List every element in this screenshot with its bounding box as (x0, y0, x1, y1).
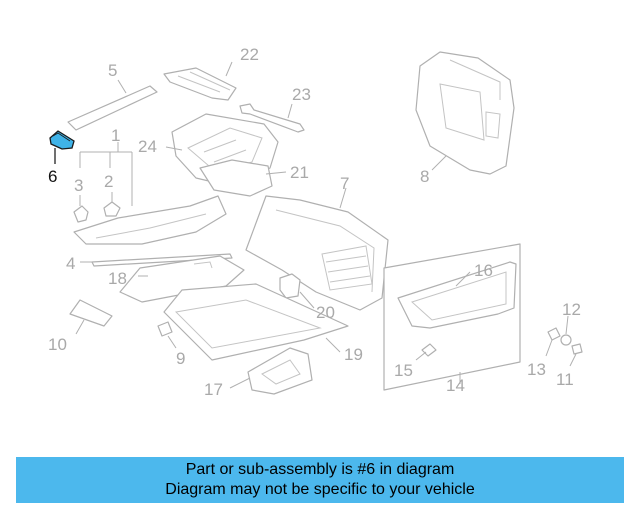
callout-8[interactable]: 8 (420, 167, 429, 186)
callout-14[interactable]: 14 (446, 376, 465, 395)
callout-7[interactable]: 7 (340, 174, 349, 193)
callout-15[interactable]: 15 (394, 361, 413, 380)
callout-9[interactable]: 9 (176, 349, 185, 368)
part-16 (397, 261, 517, 329)
callout-19[interactable]: 19 (344, 345, 363, 364)
info-banner: Part or sub-assembly is #6 in diagram Di… (16, 457, 624, 503)
callout-13[interactable]: 13 (527, 360, 546, 379)
callout-17[interactable]: 17 (204, 380, 223, 399)
callout-1[interactable]: 1 (111, 126, 120, 145)
callout-10[interactable]: 10 (48, 335, 67, 354)
part-4 (80, 253, 233, 267)
part-1 (73, 195, 227, 245)
callout-4[interactable]: 4 (66, 254, 75, 273)
callout-2[interactable]: 2 (104, 172, 113, 191)
banner-line-1: Part or sub-assembly is #6 in diagram (185, 461, 455, 478)
part-17 (229, 347, 313, 395)
part-18 (119, 255, 245, 303)
part-19 (163, 283, 349, 361)
part-2-clip (103, 192, 121, 217)
part-12 (560, 315, 572, 346)
part-6-highlighted[interactable] (49, 130, 75, 164)
part-13 (545, 327, 561, 357)
callout-16[interactable]: 16 (474, 261, 493, 280)
part-8 (415, 51, 515, 175)
part-22 (163, 61, 237, 101)
callout-6[interactable]: 6 (48, 167, 57, 186)
part-15 (415, 343, 437, 361)
callout-3[interactable]: 3 (74, 176, 83, 195)
parts-diagram: 1 2 3 4 5 6 7 8 9 10 11 12 13 14 15 16 1… (48, 45, 583, 399)
part-11 (569, 343, 583, 367)
part-1-bracket (79, 142, 133, 206)
callout-22[interactable]: 22 (240, 45, 259, 64)
callout-18[interactable]: 18 (108, 269, 127, 288)
callout-5[interactable]: 5 (108, 61, 117, 80)
banner-line-2: Diagram may not be specific to your vehi… (165, 481, 475, 498)
part-10 (69, 299, 113, 335)
callout-12[interactable]: 12 (562, 300, 581, 319)
callout-21[interactable]: 21 (290, 163, 309, 182)
callout-20[interactable]: 20 (316, 303, 335, 322)
part-5 (67, 79, 158, 131)
part-3-clip (73, 195, 89, 223)
callout-11[interactable]: 11 (556, 370, 574, 389)
part-20 (279, 273, 315, 309)
part-9 (157, 321, 177, 349)
part-23 (239, 103, 305, 133)
part-21 (199, 159, 287, 197)
callout-23[interactable]: 23 (292, 85, 311, 104)
callout-24[interactable]: 24 (138, 137, 157, 156)
